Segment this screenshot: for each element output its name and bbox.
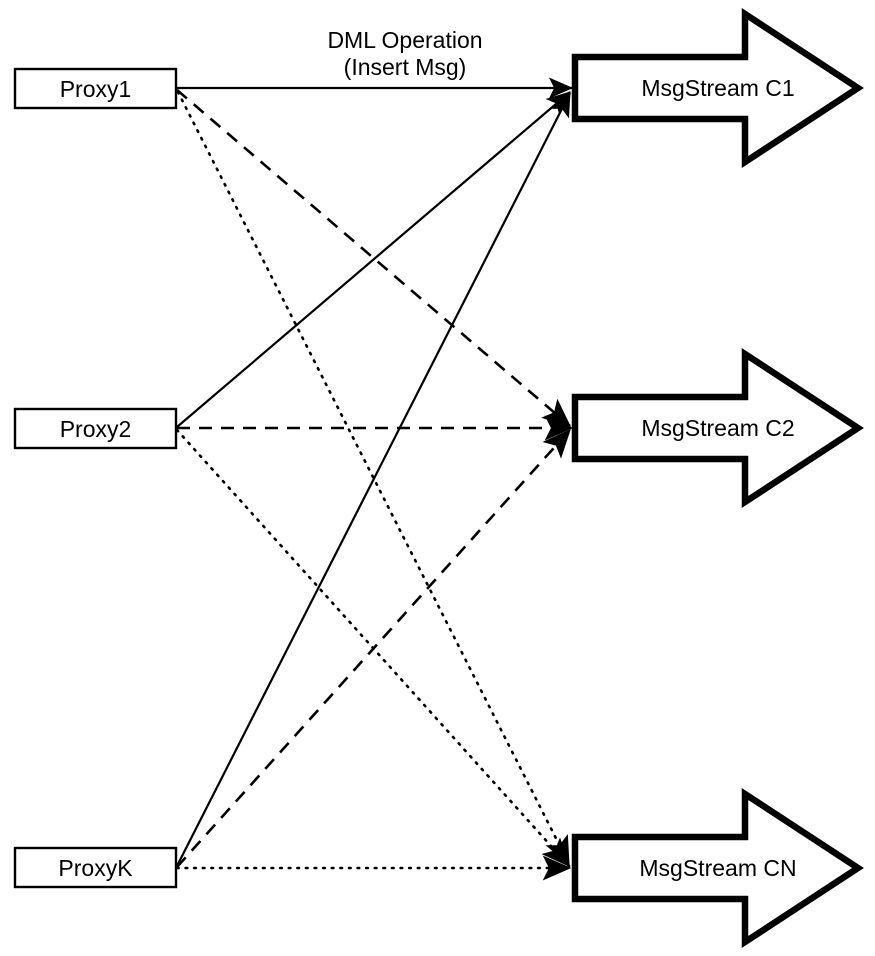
edge-proxy1-to-c2[interactable] (176, 89, 571, 427)
edge-label-line2: (Insert Msg) (344, 54, 467, 80)
msgstream-cn-label: MsgStream CN (639, 855, 796, 881)
edge-proxyk-to-c2[interactable] (176, 429, 571, 868)
edge-proxyk-to-c1[interactable] (176, 92, 571, 867)
edge-layer (175, 77, 574, 881)
target-node-msgstream-c2[interactable]: MsgStream C2 (571, 347, 864, 509)
edge-proxy2-to-c1[interactable] (176, 91, 571, 428)
proxy2-box[interactable] (13, 407, 178, 450)
proxy2-label: Proxy2 (60, 416, 132, 442)
msgstream-cn-block-arrow-icon[interactable] (571, 787, 864, 949)
msgstream-c1-block-arrow-icon[interactable] (571, 7, 864, 169)
target-node-msgstream-cn[interactable]: MsgStream CN (571, 787, 864, 949)
source-node-proxy1[interactable]: Proxy1 (13, 67, 178, 110)
msgstream-c2-block-arrow-icon[interactable] (571, 347, 864, 509)
edge-label-line1: DML Operation (327, 27, 482, 53)
proxy1-label: Proxy1 (60, 76, 132, 102)
target-node-msgstream-c1[interactable]: MsgStream C1 (571, 7, 864, 169)
msgstream-c1-label: MsgStream C1 (641, 75, 794, 101)
proxy1-box[interactable] (13, 67, 178, 110)
proxyk-box[interactable] (13, 846, 178, 889)
proxyk-label: ProxyK (58, 855, 133, 881)
source-node-proxyk[interactable]: ProxyK (13, 846, 178, 889)
edge-label-dml-operation: DML Operation (Insert Msg) (327, 27, 482, 80)
msgstream-c2-label: MsgStream C2 (641, 415, 794, 441)
source-node-proxy2[interactable]: Proxy2 (13, 407, 178, 450)
